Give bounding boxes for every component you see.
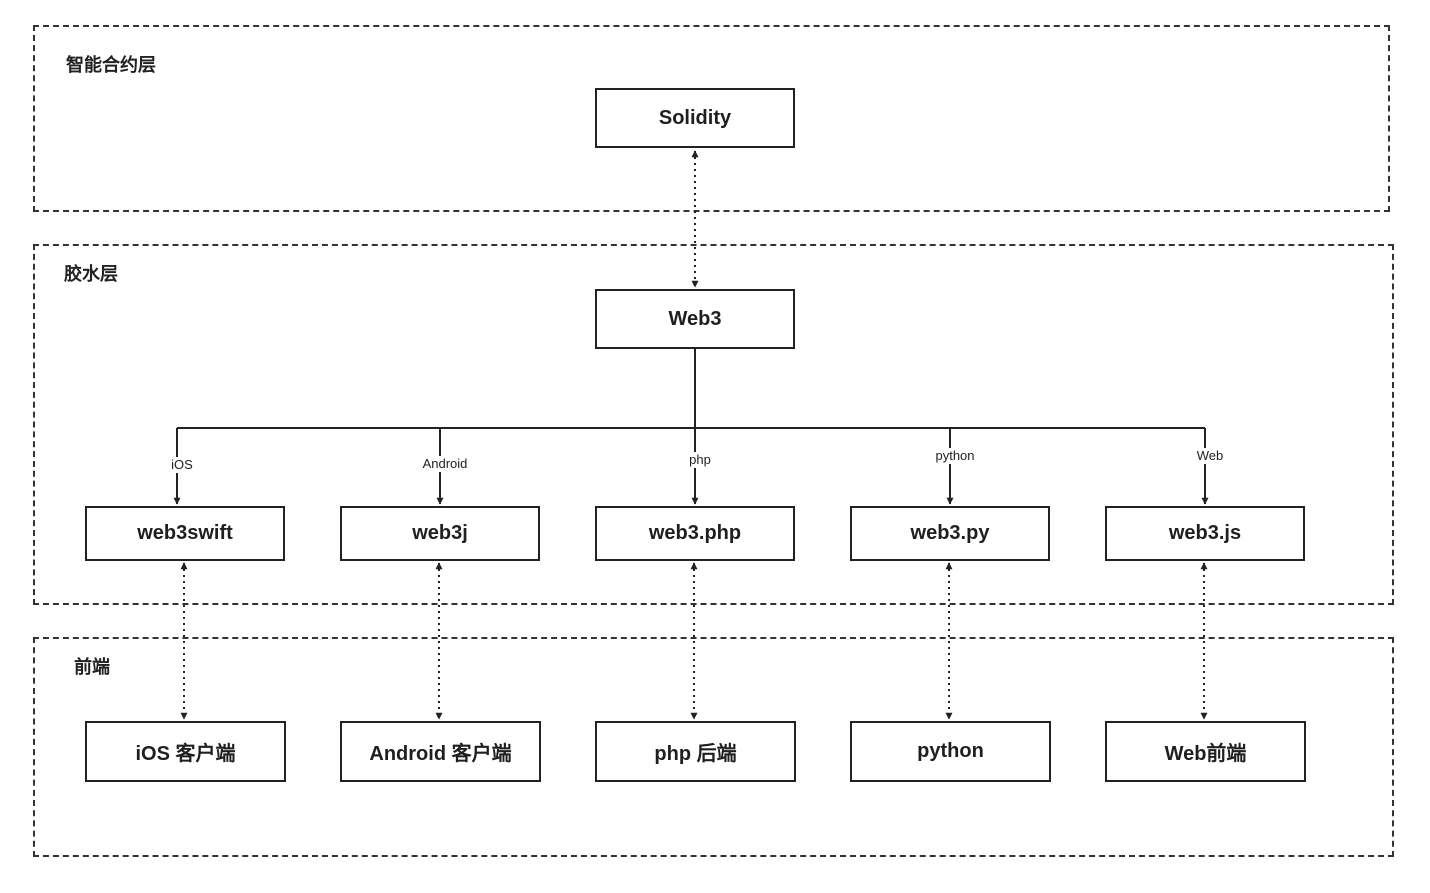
node-python: python [850,721,1051,782]
smart-contract-layer-title: 智能合约层 [66,55,156,75]
frontend-layer [33,637,1394,857]
node-ios-client: iOS 客户端 [85,721,286,782]
edge-label-ios: iOS [169,457,195,473]
node-web3py: web3.py [850,506,1050,561]
node-web3php: web3.php [595,506,795,561]
node-php-backend: php 后端 [595,721,796,782]
node-solidity: Solidity [595,88,795,148]
smart-contract-layer [33,25,1390,212]
glue-layer [33,244,1394,605]
node-web-frontend: Web前端 [1105,721,1306,782]
edge-label-android: Android [420,456,470,472]
edge-label-php: php [687,452,713,468]
node-web3swift: web3swift [85,506,285,561]
node-web3: Web3 [595,289,795,349]
node-web3js: web3.js [1105,506,1305,561]
edge-label-python: python [933,448,977,464]
node-android-client: Android 客户端 [340,721,541,782]
glue-layer-title: 胶水层 [64,264,118,284]
node-web3j: web3j [340,506,540,561]
edge-label-web: Web [1194,448,1226,464]
frontend-layer-title: 前端 [74,657,110,677]
